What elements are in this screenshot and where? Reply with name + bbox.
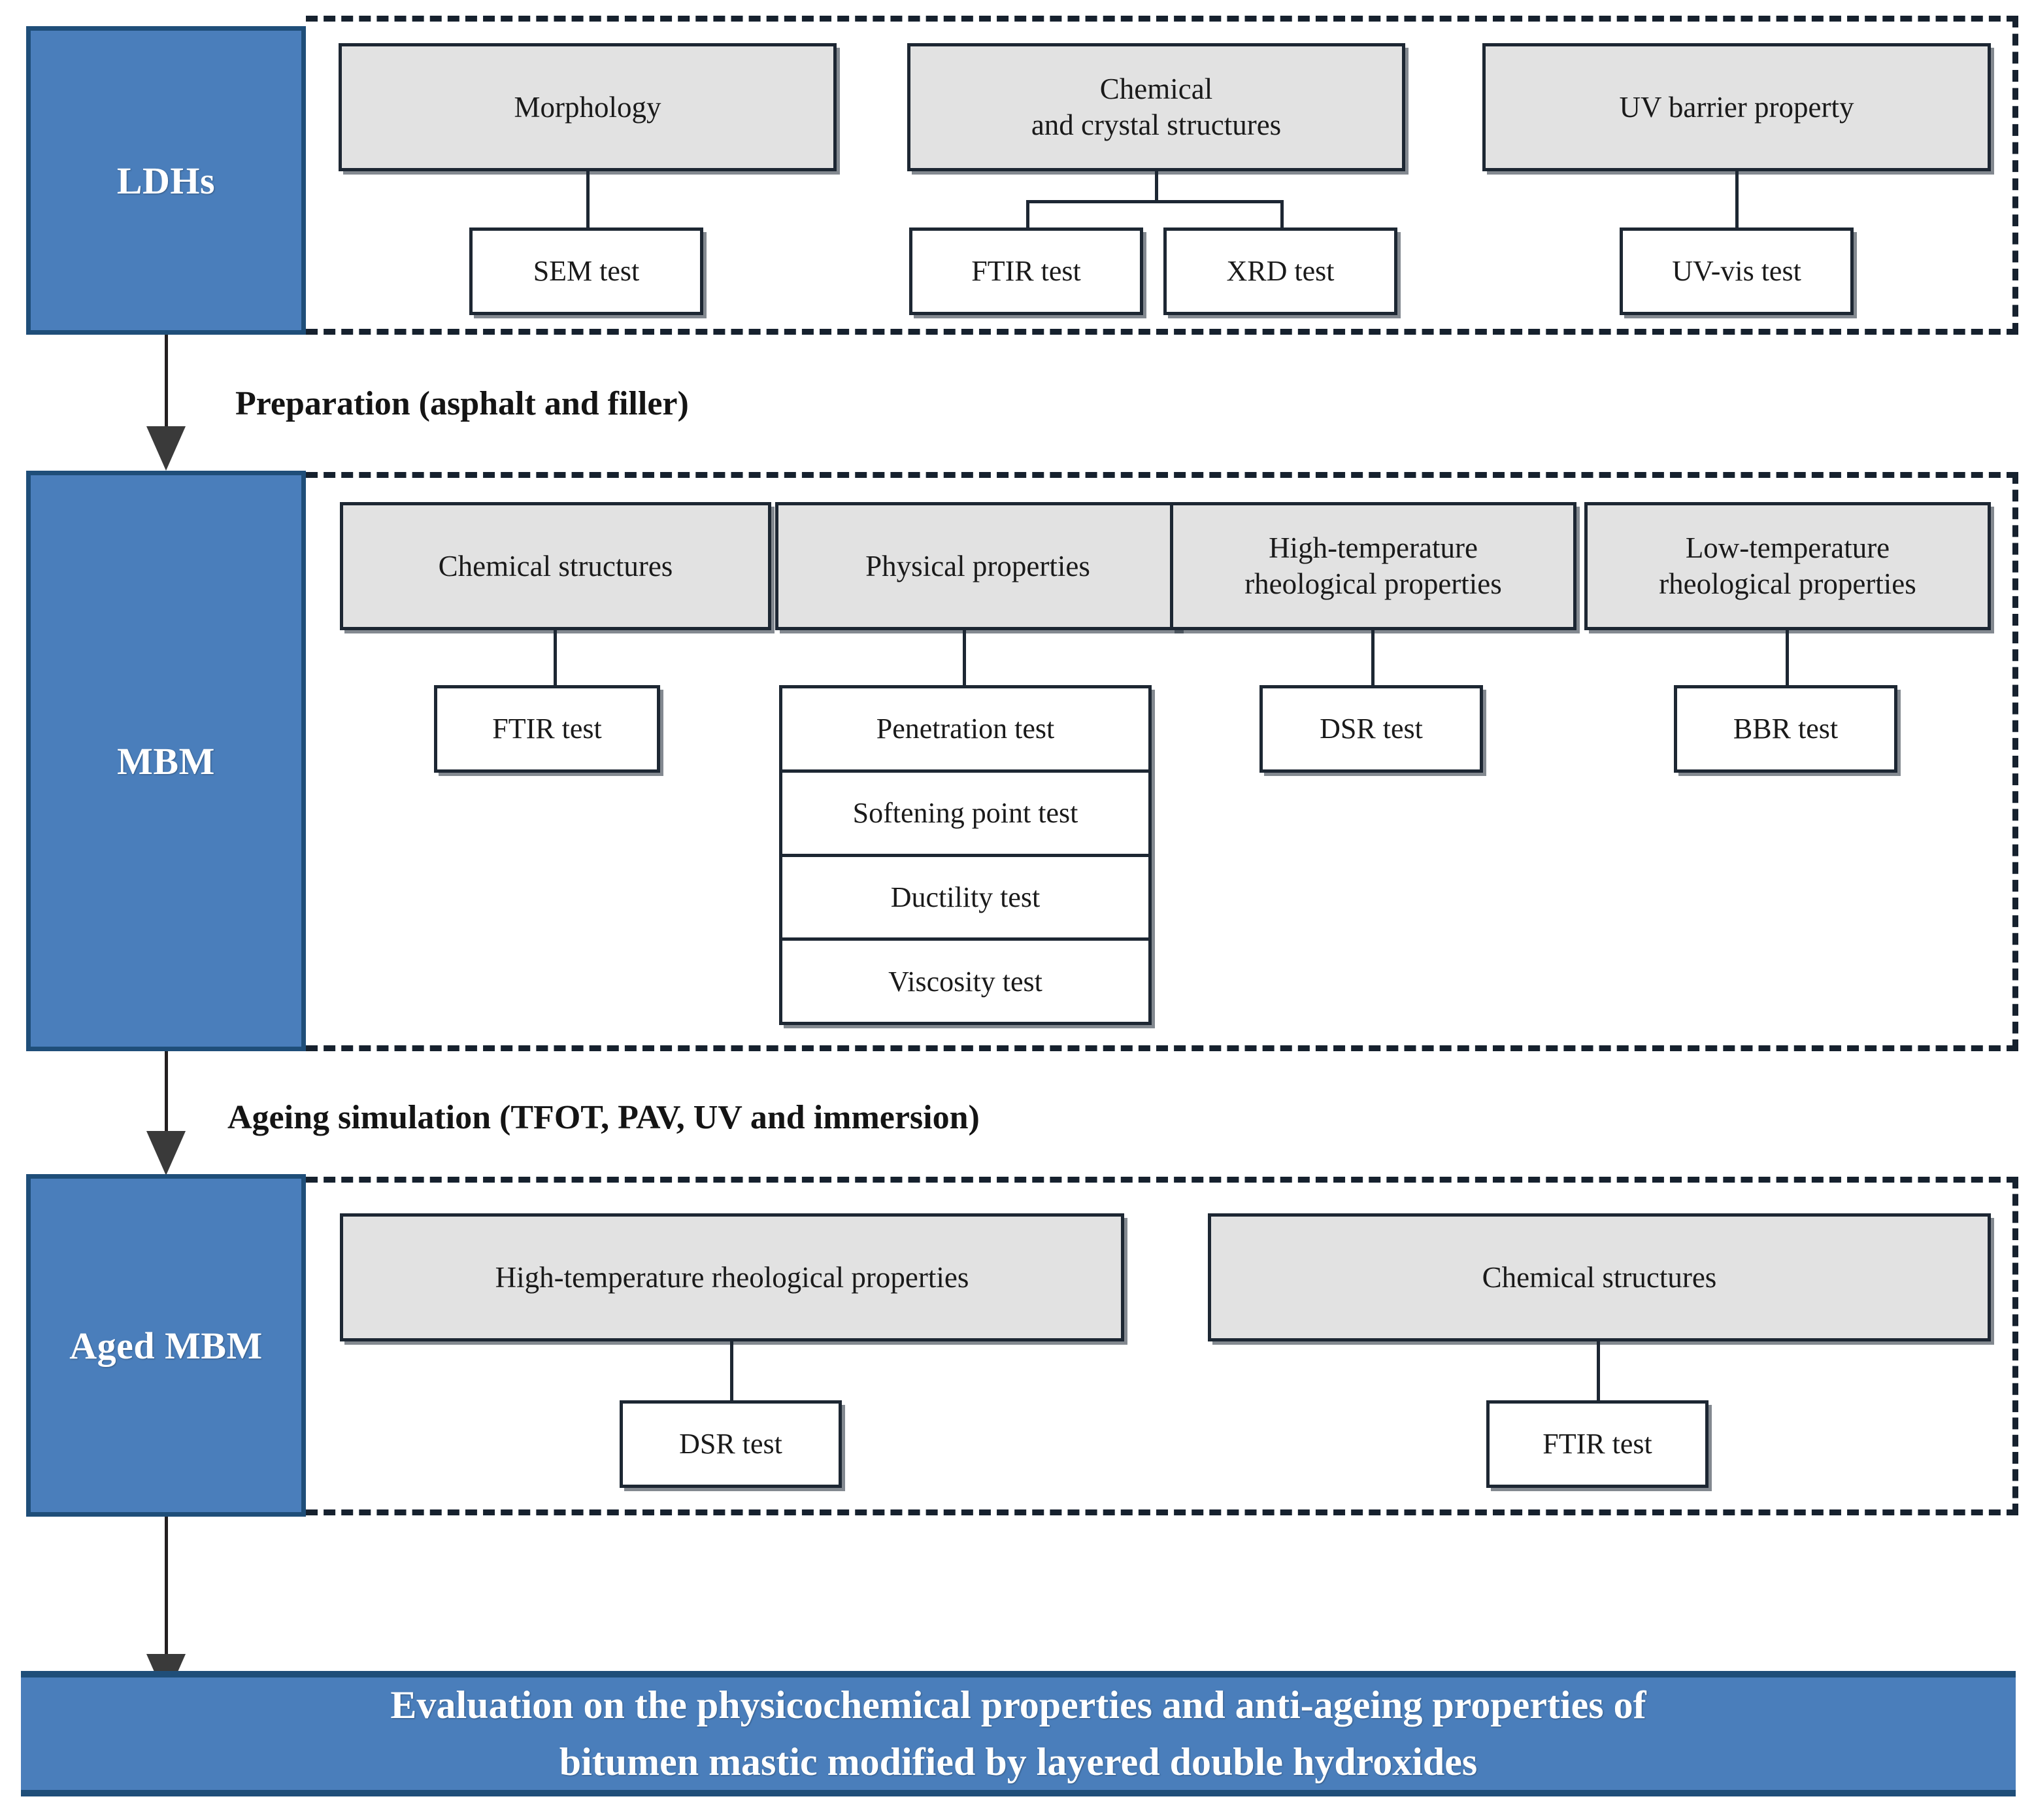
connector-hightemp-dsr [1371, 630, 1375, 685]
test-box-uv-vis[interactable]: UV-vis test [1620, 228, 1854, 315]
test-box-dsr-aged[interactable]: DSR test [620, 1400, 842, 1488]
test-label-sem: SEM test [533, 254, 640, 287]
category-label-chemical-crystal-line2: and crystal structures [1031, 109, 1282, 141]
category-label-chemical-crystal-line1: Chemical [1099, 73, 1213, 106]
flow-arrow-ageing [146, 1051, 186, 1175]
test-box-viscosity[interactable]: Viscosity test [782, 941, 1148, 1022]
test-box-sem[interactable]: SEM test [469, 228, 703, 315]
test-box-softening-point[interactable]: Softening point test [782, 772, 1148, 857]
category-label-low-temp-line2: rheological properties [1659, 567, 1916, 600]
test-box-ftir-aged[interactable]: FTIR test [1486, 1400, 1709, 1488]
category-label-aged-chemical: Chemical structures [1482, 1260, 1717, 1294]
flow-arrow-preparation [146, 335, 186, 471]
category-box-aged-chemical-structures[interactable]: Chemical structures [1208, 1213, 1991, 1341]
category-label-aged-high-temp: High-temperature rheological properties [495, 1260, 969, 1294]
test-box-bbr[interactable]: BBR test [1674, 685, 1897, 773]
test-label-viscosity: Viscosity test [888, 965, 1042, 998]
test-label-dsr-aged: DSR test [679, 1427, 782, 1460]
category-box-chemical-structures[interactable]: Chemical structures [340, 502, 771, 630]
test-label-softening-point: Softening point test [852, 797, 1078, 830]
category-label-morphology: Morphology [514, 90, 661, 124]
conclusion-line-2: bitumen mastic modified by layered doubl… [559, 1740, 1478, 1783]
test-label-xrd: XRD test [1226, 254, 1335, 287]
connector-lowtemp-bbr [1786, 630, 1789, 685]
test-box-ftir-mbm[interactable]: FTIR test [434, 685, 660, 773]
test-box-ftir-ldhs[interactable]: FTIR test [909, 228, 1143, 315]
connector-aged-chem-ftir [1597, 1341, 1600, 1400]
test-label-penetration: Penetration test [876, 713, 1055, 745]
test-stack-physical-properties: Penetration test Softening point test Du… [779, 685, 1152, 1025]
connector-chemical-crystal-down [1155, 171, 1158, 201]
test-box-dsr-mbm[interactable]: DSR test [1259, 685, 1483, 773]
connector-physprop-stack [963, 630, 966, 685]
conclusion-banner[interactable]: Evaluation on the physicochemical proper… [21, 1671, 2016, 1796]
connector-bus-xrd [1280, 200, 1284, 229]
category-box-high-temp-rheo[interactable]: High-temperature rheological properties [1170, 502, 1576, 630]
test-label-ftir-aged: FTIR test [1542, 1427, 1652, 1460]
category-label-uv-barrier: UV barrier property [1619, 90, 1854, 124]
test-label-ftir-ldhs: FTIR test [971, 254, 1081, 287]
conclusion-line-1: Evaluation on the physicochemical proper… [390, 1683, 1646, 1727]
category-box-low-temp-rheo[interactable]: Low-temperature rheological properties [1584, 502, 1991, 630]
test-label-uv-vis: UV-vis test [1672, 254, 1801, 287]
stage-box-ldhs[interactable]: LDHs [26, 26, 306, 335]
test-label-ductility: Ductility test [890, 881, 1041, 913]
group-ldhs [306, 16, 2018, 335]
test-label-bbr: BBR test [1733, 712, 1839, 745]
stage-label-aged-mbm: Aged MBM [69, 1324, 263, 1367]
test-box-penetration[interactable]: Penetration test [782, 688, 1148, 773]
category-box-aged-high-temp-rheo[interactable]: High-temperature rheological properties [340, 1213, 1124, 1341]
connector-chemstruct-ftir [554, 630, 557, 685]
test-box-ductility[interactable]: Ductility test [782, 856, 1148, 941]
stage-label-ldhs: LDHs [116, 159, 216, 202]
category-label-low-temp-line1: Low-temperature [1685, 531, 1890, 565]
test-label-dsr-mbm: DSR test [1320, 712, 1423, 745]
group-aged-mbm [306, 1177, 2018, 1515]
group-mbm [306, 472, 2018, 1051]
category-label-chemical-structures: Chemical structures [438, 549, 673, 582]
category-box-physical-properties[interactable]: Physical properties [775, 502, 1180, 630]
connector-morphology-sem [586, 171, 590, 228]
connector-chemical-crystal-bus [1026, 200, 1284, 203]
connector-aged-hightemp-dsr [730, 1341, 733, 1400]
test-label-ftir-mbm: FTIR test [492, 712, 602, 745]
flow-label-preparation: Preparation (asphalt and filler) [235, 385, 689, 422]
stage-label-mbm: MBM [117, 739, 215, 783]
stage-box-aged-mbm[interactable]: Aged MBM [26, 1174, 306, 1517]
test-box-xrd[interactable]: XRD test [1163, 228, 1397, 315]
category-label-physical-properties: Physical properties [865, 549, 1090, 582]
flow-label-ageing: Ageing simulation (TFOT, PAV, UV and imm… [227, 1099, 980, 1136]
connector-bus-ftir [1026, 200, 1029, 229]
stage-box-mbm[interactable]: MBM [26, 471, 306, 1051]
category-box-chemical-crystal[interactable]: Chemical and crystal structures [907, 43, 1405, 171]
category-label-high-temp-line2: rheological properties [1244, 567, 1502, 600]
category-box-morphology[interactable]: Morphology [339, 43, 837, 171]
connector-uv-barrier-uvvis [1735, 171, 1739, 228]
category-box-uv-barrier[interactable]: UV barrier property [1482, 43, 1991, 171]
category-label-high-temp-line1: High-temperature [1269, 531, 1478, 565]
